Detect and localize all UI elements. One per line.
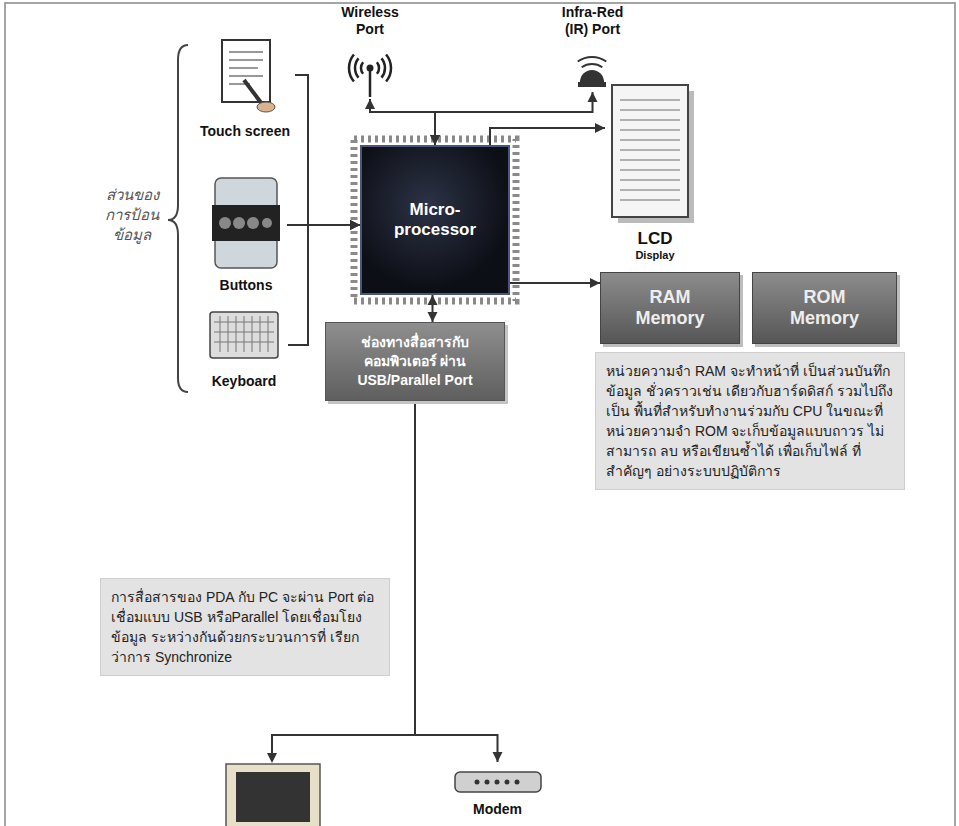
antenna-icon bbox=[349, 55, 391, 98]
node-text: Micro-processor bbox=[380, 200, 490, 240]
chip-pins bbox=[354, 139, 516, 301]
led bbox=[475, 780, 480, 785]
connector bbox=[428, 295, 438, 322]
connector bbox=[415, 401, 503, 762]
ir-base bbox=[578, 82, 606, 87]
antenna-dot bbox=[367, 65, 374, 72]
wire bbox=[272, 735, 415, 754]
touch-panel bbox=[222, 40, 270, 102]
lcd-icon bbox=[612, 85, 694, 223]
node-text: การสื่อสารของ PDA กับ PC จะผ่าน Port ต่อ… bbox=[111, 587, 379, 667]
processor-chip: Micro-processor bbox=[360, 145, 510, 295]
radio-waves bbox=[377, 55, 391, 82]
node-text: ช่องทางสื่อสารกับ คอมพิวเตอร์ ผ่าน USB/P… bbox=[334, 333, 496, 390]
button bbox=[262, 218, 272, 228]
antenna-pole bbox=[369, 68, 372, 97]
lcd-screen bbox=[612, 85, 688, 217]
connector-line bbox=[435, 92, 593, 145]
node-text: Modem bbox=[473, 801, 522, 818]
monitor-screen bbox=[236, 772, 310, 822]
button bbox=[233, 217, 245, 229]
node-text: LCD bbox=[638, 229, 673, 249]
arrowhead bbox=[588, 92, 598, 102]
ir-waves bbox=[578, 57, 607, 67]
connector bbox=[430, 92, 598, 145]
node-text: RAM Memory bbox=[625, 287, 715, 329]
note-box: หน่วยความจำ RAM จะทำหน้าที่ เป็นส่วนบันท… bbox=[595, 352, 905, 490]
node-text: ROM Memory bbox=[780, 287, 870, 329]
monitor bbox=[226, 764, 320, 826]
arrowhead bbox=[428, 295, 438, 305]
led bbox=[515, 780, 520, 785]
node-text: Touch screen bbox=[200, 123, 290, 140]
connector-line bbox=[370, 99, 435, 145]
arrowhead bbox=[430, 135, 440, 145]
buttons-icon bbox=[212, 178, 280, 268]
node-text: Keyboard bbox=[212, 373, 277, 390]
arrowhead bbox=[595, 123, 605, 133]
ir-dome bbox=[580, 70, 604, 82]
arrowhead bbox=[350, 220, 360, 230]
memory-box: ROM Memory bbox=[752, 272, 897, 344]
radio-waves bbox=[349, 55, 363, 82]
button-band bbox=[212, 205, 280, 241]
connector bbox=[365, 99, 440, 145]
input-device: Buttons bbox=[205, 172, 287, 294]
connector-line bbox=[295, 75, 360, 225]
modem-body bbox=[455, 772, 541, 792]
ir-icon bbox=[578, 57, 607, 87]
arrowhead bbox=[590, 278, 600, 288]
touch-screen-icon bbox=[222, 40, 275, 112]
modem-device: Modem bbox=[445, 762, 550, 818]
connector bbox=[490, 123, 605, 145]
port-icon-box: Infra-Red (IR) Port bbox=[545, 4, 640, 92]
modem-icon bbox=[455, 772, 541, 792]
keyboard-icon bbox=[210, 312, 278, 358]
button bbox=[247, 217, 259, 229]
input-device: Touch screen bbox=[195, 30, 295, 140]
connector-line bbox=[510, 282, 600, 284]
node-text: Infra-Red (IR) Port bbox=[552, 4, 634, 38]
arrowhead bbox=[350, 220, 360, 230]
connector-line bbox=[490, 128, 605, 145]
arrowhead bbox=[267, 753, 277, 763]
led bbox=[505, 780, 510, 785]
led bbox=[495, 780, 500, 785]
touch-lines bbox=[229, 52, 263, 84]
computer-icon bbox=[226, 735, 415, 826]
node-text: Buttons bbox=[220, 277, 273, 294]
connector-line bbox=[415, 401, 498, 762]
memory-box: RAM Memory bbox=[600, 272, 740, 344]
node-text: หน่วยความจำ RAM จะทำหน้าที่ เป็นส่วนบันท… bbox=[606, 361, 894, 481]
node-text: Wireless Port bbox=[330, 4, 410, 38]
note-box: การสื่อสารของ PDA กับ PC จะผ่าน Port ต่อ… bbox=[100, 578, 390, 676]
display-device: LCDDisplay bbox=[605, 80, 705, 262]
port-icon-box: Wireless Port bbox=[325, 4, 415, 99]
keys bbox=[214, 316, 274, 352]
hand bbox=[257, 102, 275, 112]
stylus bbox=[244, 80, 262, 104]
brace bbox=[168, 45, 188, 392]
input-device: Keyboard bbox=[200, 305, 288, 390]
arrowhead bbox=[365, 99, 375, 109]
led bbox=[485, 780, 490, 785]
connector bbox=[510, 278, 600, 288]
arrowhead bbox=[493, 752, 503, 762]
arrowhead bbox=[428, 312, 438, 322]
node-text: Display bbox=[635, 249, 674, 262]
lcd-lines bbox=[620, 100, 680, 200]
bracket-label: ส่วนของ การป้อน ข้อมูล bbox=[100, 185, 164, 245]
connector bbox=[295, 75, 360, 230]
arrowhead bbox=[430, 135, 440, 145]
arrowhead bbox=[350, 220, 360, 230]
interface-box: ช่องทางสื่อสารกับ คอมพิวเตอร์ ผ่าน USB/P… bbox=[325, 322, 505, 401]
frame bbox=[5, 3, 955, 826]
keyboard-body bbox=[210, 312, 278, 358]
button bbox=[219, 217, 231, 229]
